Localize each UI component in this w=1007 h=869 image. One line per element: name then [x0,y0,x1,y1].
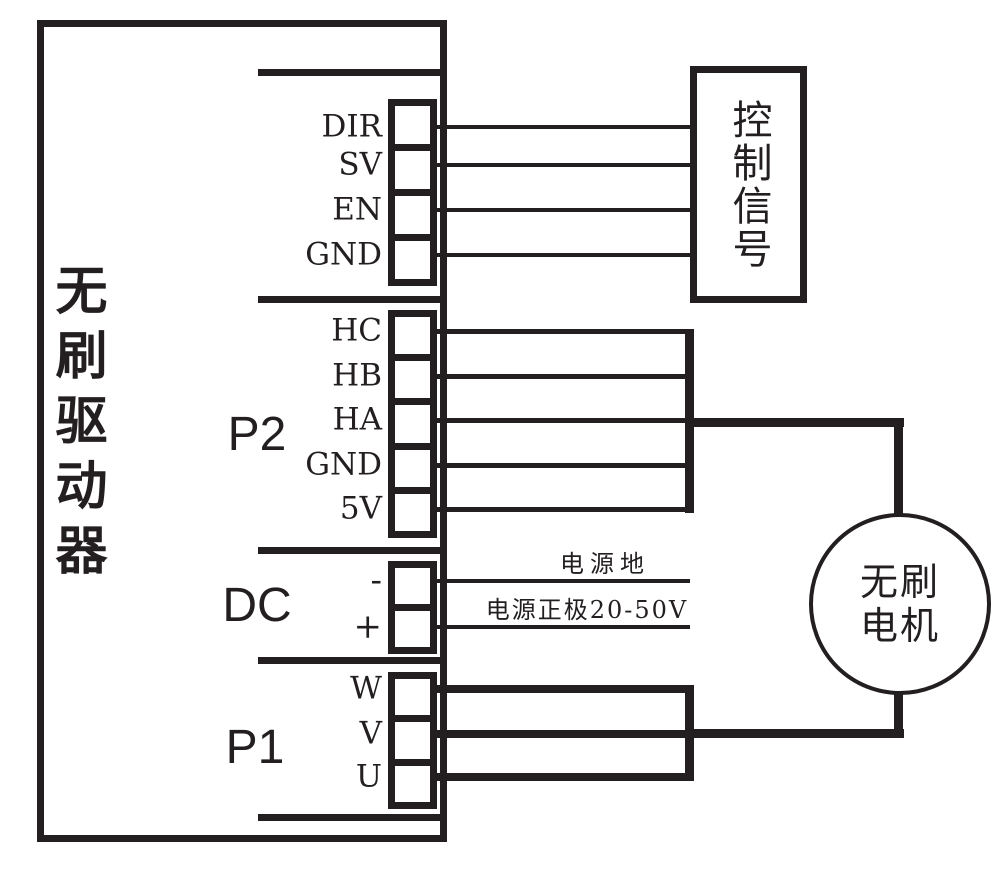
motor-label-line1: 无刷 [859,560,940,604]
wire-hb [437,374,690,379]
pin-label-5v: 5V [339,490,382,527]
terminal-cell-plus [395,611,430,647]
terminal-cell-ha [395,405,430,443]
terminal-cell-minus [395,568,430,604]
motor-hall-link-vertical [894,418,903,516]
group-label-dc: DC [222,579,292,632]
pin-label-dir: DIR [321,108,382,145]
terminal-cell-dir [395,106,430,144]
power-ground-label: 电源地 [560,550,650,578]
power-positive-label: 电源正极20-50V [485,596,689,624]
motor-phase-link-vertical [894,694,903,738]
wire-ha [437,418,690,423]
control-signal-label: 控制信号 [725,98,772,271]
terminal-cell-u [395,765,430,802]
motor-label-line2: 电机 [859,604,940,648]
control-signal-box: 控制信号 [690,66,807,303]
terminal-cell-sv [395,151,430,189]
terminal-cell-hb [395,361,430,399]
terminal-cell-v [395,722,430,759]
wire-en [437,208,690,212]
separator-line [258,814,443,821]
wire-power-ground [437,579,690,583]
pin-label-v: V [359,715,382,752]
wire-v [437,730,690,738]
terminal-cell-5v [395,493,430,531]
wire-5v [437,507,690,512]
wire-gnd [437,253,690,257]
pin-label-ha: HA [332,401,382,438]
wire-u [437,773,690,781]
pin-label-minus: - [370,560,383,601]
wire-dir [437,125,690,129]
pin-label-gnd2: GND [305,446,382,483]
pin-label-hc: HC [331,312,382,349]
wire-gnd2 [437,463,690,468]
separator-line [258,296,443,303]
wire-hc [437,329,690,334]
motor-hall-link-horizontal [685,418,904,427]
pin-label-en: EN [332,191,382,228]
motor-phase-link-horizontal [685,729,904,738]
wire-power-positive [437,625,690,629]
driver-box [37,20,447,842]
pin-label-w: W [350,670,382,707]
pin-label-sv: SV [338,146,382,183]
pin-label-u: U [355,758,382,795]
pin-label-plus: + [353,606,383,647]
pin-label-hb: HB [332,357,382,394]
wire-sv [437,163,690,167]
terminal-block-p1 [388,672,437,809]
terminal-block-dc [388,561,437,654]
group-label-p1: P1 [225,721,285,774]
group-label-p2: P2 [227,408,287,461]
wire-w [437,685,690,693]
terminal-block-p2 [388,310,437,538]
separator-line [258,547,443,554]
terminal-cell-en [395,196,430,234]
driver-title: 无刷驱动器 [47,263,105,588]
terminal-cell-hc [395,317,430,355]
terminal-block-control [388,99,437,286]
pin-label-gnd: GND [305,236,382,273]
motor-circle: 无刷 电机 [809,513,991,695]
separator-line [258,657,443,664]
terminal-cell-w [395,679,430,716]
separator-line [258,69,443,76]
terminal-cell-gnd [395,241,430,279]
terminal-cell-gnd2 [395,449,430,487]
